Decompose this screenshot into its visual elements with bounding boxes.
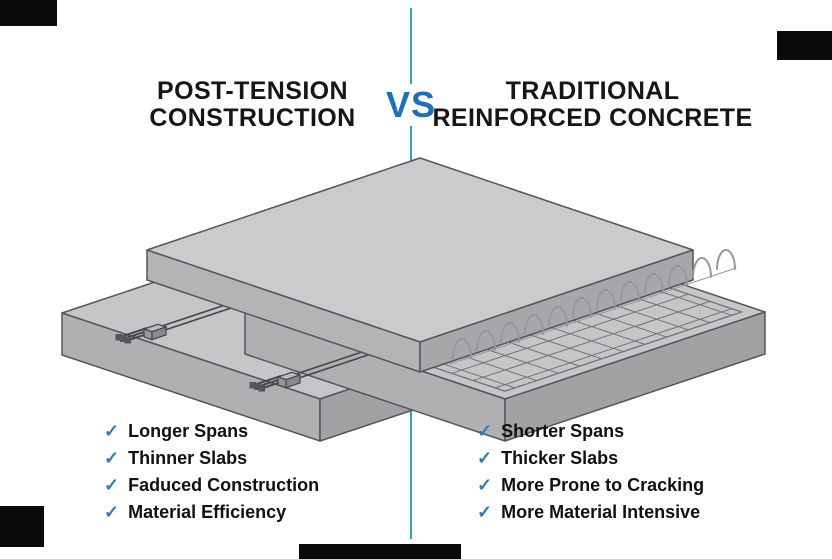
crop-mark-top-right bbox=[777, 31, 832, 60]
feature-item: ✓ Thinner Slabs bbox=[104, 448, 319, 475]
check-icon: ✓ bbox=[104, 448, 120, 468]
rebar-mesh bbox=[268, 233, 741, 391]
check-icon: ✓ bbox=[477, 421, 493, 441]
anchor-icon bbox=[248, 313, 480, 393]
check-icon: ✓ bbox=[477, 448, 493, 468]
feature-label: Longer Spans bbox=[128, 421, 249, 441]
feature-item: ✓ More Prone to Cracking bbox=[477, 475, 704, 502]
traditional-title: TRADITIONAL REINFORCED CONCRETE bbox=[420, 78, 765, 132]
concrete-slab bbox=[146, 157, 694, 373]
feature-item: ✓ Thicker Slabs bbox=[477, 448, 704, 475]
title-line: TRADITIONAL bbox=[505, 77, 680, 105]
title-line: REINFORCED CONCRETE bbox=[432, 104, 753, 132]
stirrup-loops bbox=[449, 249, 737, 365]
feature-label: Shorter Spans bbox=[501, 421, 625, 441]
feature-item: ✓ Shorter Spans bbox=[477, 421, 704, 448]
feature-label: More Material Intensive bbox=[501, 502, 701, 522]
feature-item: ✓ Longer Spans bbox=[104, 421, 319, 448]
check-icon: ✓ bbox=[104, 502, 120, 522]
check-icon: ✓ bbox=[477, 475, 493, 495]
crop-mark-bottom-left bbox=[0, 506, 44, 547]
vs-label: VS bbox=[376, 84, 446, 126]
feature-label: Thinner Slabs bbox=[128, 448, 248, 468]
feature-label: Material Efficiency bbox=[128, 502, 287, 522]
title-line: POST-TENSION bbox=[157, 77, 348, 105]
feature-item: ✓ Material Efficiency bbox=[104, 502, 319, 529]
feature-label: Thicker Slabs bbox=[501, 448, 619, 468]
feature-label: Faduced Construction bbox=[128, 475, 320, 495]
check-icon: ✓ bbox=[104, 475, 120, 495]
title-line: CONSTRUCTION bbox=[149, 104, 356, 132]
traditional-feature-list: ✓ Shorter Spans ✓ Thicker Slabs ✓ More P… bbox=[477, 421, 704, 529]
feature-item: ✓ More Material Intensive bbox=[477, 502, 704, 529]
post-tension-feature-list: ✓ Longer Spans ✓ Thinner Slabs ✓ Faduced… bbox=[104, 421, 319, 529]
feature-item: ✓ Faduced Construction bbox=[104, 475, 319, 502]
post-tension-title: POST-TENSION CONSTRUCTION bbox=[95, 78, 410, 132]
check-icon: ✓ bbox=[477, 502, 493, 522]
post-tension-slab bbox=[61, 226, 579, 442]
anchor-icon bbox=[114, 265, 346, 345]
crop-mark-bottom-bar bbox=[299, 544, 461, 559]
check-icon: ✓ bbox=[104, 421, 120, 441]
feature-label: More Prone to Cracking bbox=[501, 475, 705, 495]
crop-mark-top-left bbox=[0, 0, 57, 26]
reinforced-slab bbox=[244, 224, 766, 442]
